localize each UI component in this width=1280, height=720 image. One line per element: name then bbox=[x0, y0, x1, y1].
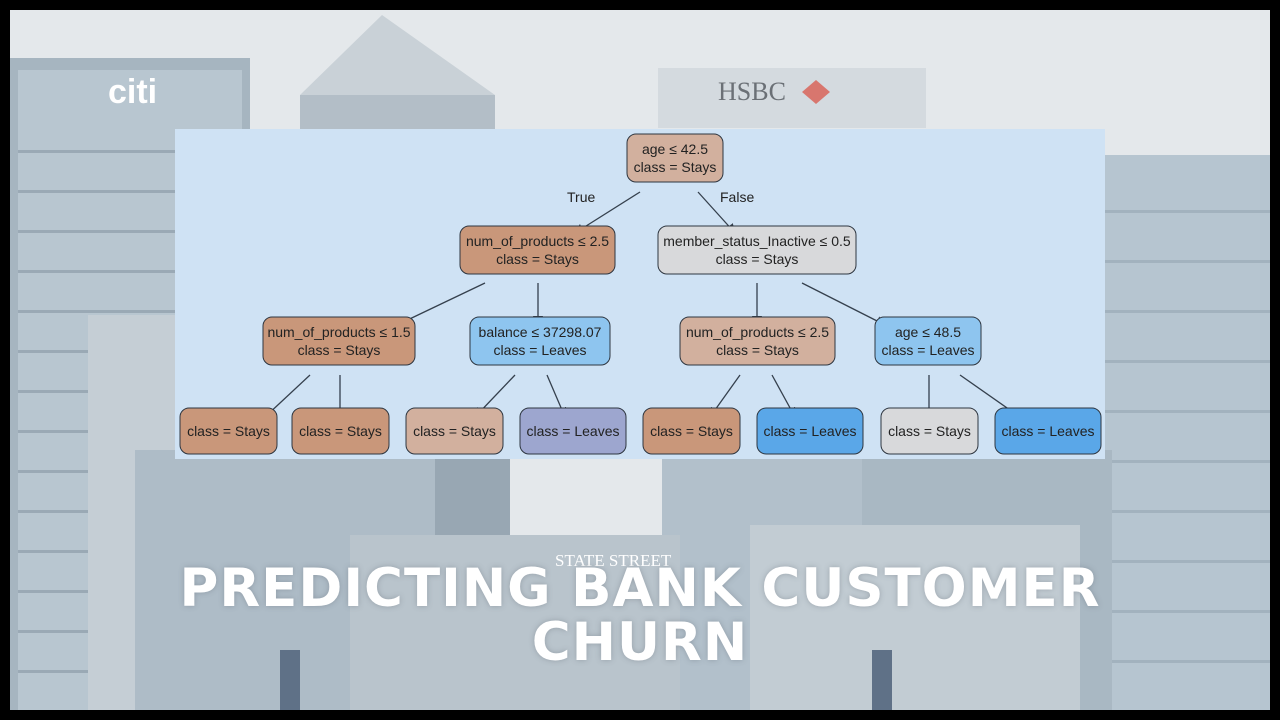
node-box bbox=[459, 225, 616, 275]
node-class-label: class = Stays bbox=[716, 251, 799, 267]
node-condition-label: member_status_Inactive ≤ 0.5 bbox=[663, 233, 851, 249]
node-condition-label: num_of_products ≤ 2.5 bbox=[686, 324, 829, 340]
tree-node-n-ll: num_of_products ≤ 1.5 class = Stays bbox=[262, 316, 416, 366]
node-condition-label: num_of_products ≤ 1.5 bbox=[267, 324, 410, 340]
node-box bbox=[994, 407, 1102, 455]
node-condition-label: num_of_products ≤ 2.5 bbox=[466, 233, 609, 249]
tree-node-leaf5: class = Stays bbox=[642, 407, 741, 455]
node-box bbox=[262, 316, 416, 366]
tree-node-leaf1: class = Stays bbox=[179, 407, 278, 455]
thumbnail-frame: citi HSBC bbox=[10, 10, 1270, 710]
node-class-label: class = Stays bbox=[634, 159, 717, 175]
node-class-label: class = Stays bbox=[187, 423, 270, 439]
node-box bbox=[880, 407, 979, 455]
node-condition-label: balance ≤ 37298.07 bbox=[479, 324, 602, 340]
node-condition-label: age ≤ 48.5 bbox=[895, 324, 961, 340]
node-class-label: class = Stays bbox=[299, 423, 382, 439]
tree-node-leaf2: class = Stays bbox=[291, 407, 390, 455]
title-line-2: CHURN bbox=[531, 612, 749, 673]
node-class-label: class = Stays bbox=[888, 423, 971, 439]
node-class-label: class = Leaves bbox=[882, 342, 975, 358]
node-class-label: class = Leaves bbox=[764, 423, 857, 439]
node-class-label: class = Leaves bbox=[494, 342, 587, 358]
node-box bbox=[756, 407, 864, 455]
lower-buildings: STATE STREET bbox=[88, 315, 1112, 710]
node-class-label: class = Leaves bbox=[527, 423, 620, 439]
node-box bbox=[626, 133, 724, 183]
node-box bbox=[642, 407, 741, 455]
tree-node-n-rr: age ≤ 48.5 class = Leaves bbox=[874, 316, 982, 366]
node-box bbox=[679, 316, 836, 366]
hsbc-logo: HSBC bbox=[718, 77, 786, 106]
tree-node-n-left: num_of_products ≤ 2.5 class = Stays bbox=[459, 225, 616, 275]
tree-node-leaf8: class = Leaves bbox=[994, 407, 1102, 455]
node-class-label: class = Stays bbox=[496, 251, 579, 267]
node-box bbox=[657, 225, 857, 275]
tree-node-n-right: member_status_Inactive ≤ 0.5 class = Stay… bbox=[657, 225, 857, 275]
node-class-label: class = Stays bbox=[413, 423, 496, 439]
right-tower bbox=[1105, 155, 1270, 710]
tree-node-leaf3: class = Stays bbox=[405, 407, 504, 455]
node-box bbox=[405, 407, 504, 455]
thumbnail-title: PREDICTING BANK CUSTOMER CHURN bbox=[10, 562, 1270, 670]
node-class-label: class = Leaves bbox=[1002, 423, 1095, 439]
tree-edge-6 bbox=[801, 282, 886, 326]
node-box bbox=[179, 407, 278, 455]
tree-node-n-rl: num_of_products ≤ 2.5 class = Stays bbox=[679, 316, 836, 366]
citi-logo: citi bbox=[108, 73, 157, 111]
edge-label-true: True bbox=[567, 189, 595, 205]
pyramid-tower bbox=[300, 15, 495, 135]
edge-label-false: False bbox=[720, 189, 754, 205]
title-line-1: PREDICTING BANK CUSTOMER bbox=[179, 558, 1101, 619]
node-box bbox=[469, 316, 611, 366]
tree-node-leaf6: class = Leaves bbox=[756, 407, 864, 455]
node-condition-label: age ≤ 42.5 bbox=[642, 141, 708, 157]
hsbc-tower: HSBC bbox=[658, 68, 926, 128]
tree-edge-3 bbox=[396, 282, 486, 326]
node-class-label: class = Stays bbox=[716, 342, 799, 358]
tree-node-n-lr: balance ≤ 37298.07 class = Leaves bbox=[469, 316, 611, 366]
hsbc-hexagon-icon bbox=[802, 80, 830, 104]
tree-node-root: age ≤ 42.5 class = Stays bbox=[626, 133, 724, 183]
node-box bbox=[291, 407, 390, 455]
node-box bbox=[519, 407, 627, 455]
state-street-logo: STATE STREET bbox=[555, 551, 672, 570]
node-class-label: class = Stays bbox=[298, 342, 381, 358]
node-class-label: class = Stays bbox=[650, 423, 733, 439]
tree-node-leaf7: class = Stays bbox=[880, 407, 979, 455]
tree-edges bbox=[264, 191, 1021, 418]
node-box bbox=[874, 316, 982, 366]
tree-node-leaf4: class = Leaves bbox=[519, 407, 627, 455]
